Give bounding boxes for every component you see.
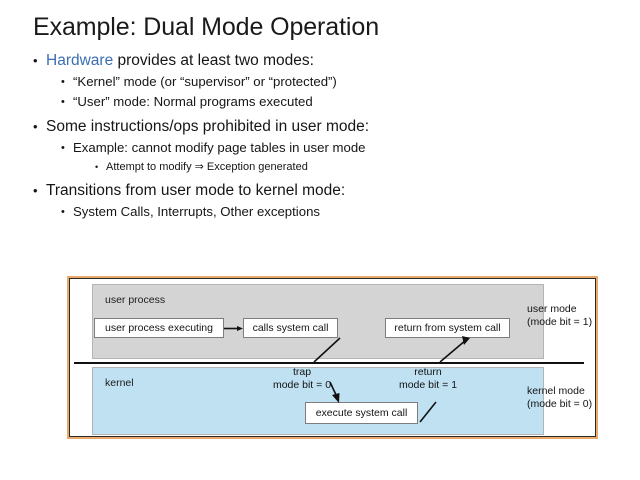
list-item: • Example: cannot modify page tables in … xyxy=(33,138,613,158)
list-item-label: Transitions from user mode to kernel mod… xyxy=(46,182,346,199)
node-execute-system-call: execute system call xyxy=(305,402,418,424)
list-item-label: Example: cannot modify page tables in us… xyxy=(73,140,366,155)
list-item-label: “Kernel” mode (or “supervisor” or “prote… xyxy=(73,74,337,89)
kernel-region-label: kernel xyxy=(105,377,134,389)
trap-arrow-icon xyxy=(329,381,340,403)
list-item-rest: provides at least two modes: xyxy=(113,52,314,69)
legend-user-mode-title: user mode xyxy=(527,303,577,315)
list-item-label: Attempt to modify ⇒ Exception generated xyxy=(106,161,308,173)
legend-user-mode-detail: (mode bit = 1) xyxy=(527,315,593,328)
node-return-from-system-call: return from system call xyxy=(385,318,510,338)
return-connector-line xyxy=(419,401,437,423)
bullet-glyph: • xyxy=(33,53,38,68)
list-item: • Transitions from user mode to kernel m… xyxy=(33,179,613,202)
list-item-label: Hardware provides at least two modes: xyxy=(46,49,314,72)
list-item: • “Kernel” mode (or “supervisor” or “pro… xyxy=(33,72,613,92)
bullet-list: • Hardware provides at least two modes: … xyxy=(33,46,613,222)
node-user-process-executing: user process executing xyxy=(94,318,224,338)
legend-kernel-mode-title: kernel mode xyxy=(527,385,585,397)
legend-kernel-mode: kernel mode (mode bit = 0) xyxy=(527,385,592,410)
trap-label-title: trap xyxy=(292,366,312,378)
list-item: • Some instructions/ops prohibited in us… xyxy=(33,115,613,138)
list-item: • Hardware provides at least two modes: xyxy=(33,49,613,72)
return-label-title: return xyxy=(414,366,442,378)
mode-divider-line xyxy=(74,362,584,364)
list-item: • “User” mode: Normal programs executed xyxy=(33,92,613,112)
bullet-glyph: • xyxy=(33,183,38,198)
user-process-region-label: user process xyxy=(105,294,166,306)
arrow-right-icon xyxy=(224,326,243,331)
trap-connector-line xyxy=(313,337,341,363)
node-calls-system-call: calls system call xyxy=(243,318,338,338)
list-item-label: Some instructions/ops prohibited in user… xyxy=(46,118,370,135)
accent-word-hardware: Hardware xyxy=(46,52,114,69)
trap-label-detail: mode bit = 0 xyxy=(272,378,332,391)
list-item-label: System Calls, Interrupts, Other exceptio… xyxy=(73,204,320,219)
legend-kernel-mode-detail: (mode bit = 0) xyxy=(527,397,593,410)
bullet-glyph: • xyxy=(61,96,65,108)
trap-label: trap mode bit = 0 xyxy=(254,366,350,391)
return-label-detail: mode bit = 1 xyxy=(398,378,458,391)
bullet-glyph: • xyxy=(61,142,65,154)
list-item: • System Calls, Interrupts, Other except… xyxy=(33,202,613,222)
page-title: Example: Dual Mode Operation xyxy=(33,13,379,41)
list-item-label: “User” mode: Normal programs executed xyxy=(73,94,313,109)
list-item: • Attempt to modify ⇒ Exception generate… xyxy=(33,158,613,176)
bullet-glyph: • xyxy=(95,162,99,172)
bullet-glyph: • xyxy=(33,119,38,134)
return-label: return mode bit = 1 xyxy=(380,366,476,391)
bullet-glyph: • xyxy=(61,76,65,88)
bullet-glyph: • xyxy=(61,206,65,218)
legend-user-mode: user mode (mode bit = 1) xyxy=(527,303,592,328)
return-arrow-icon xyxy=(439,336,470,363)
